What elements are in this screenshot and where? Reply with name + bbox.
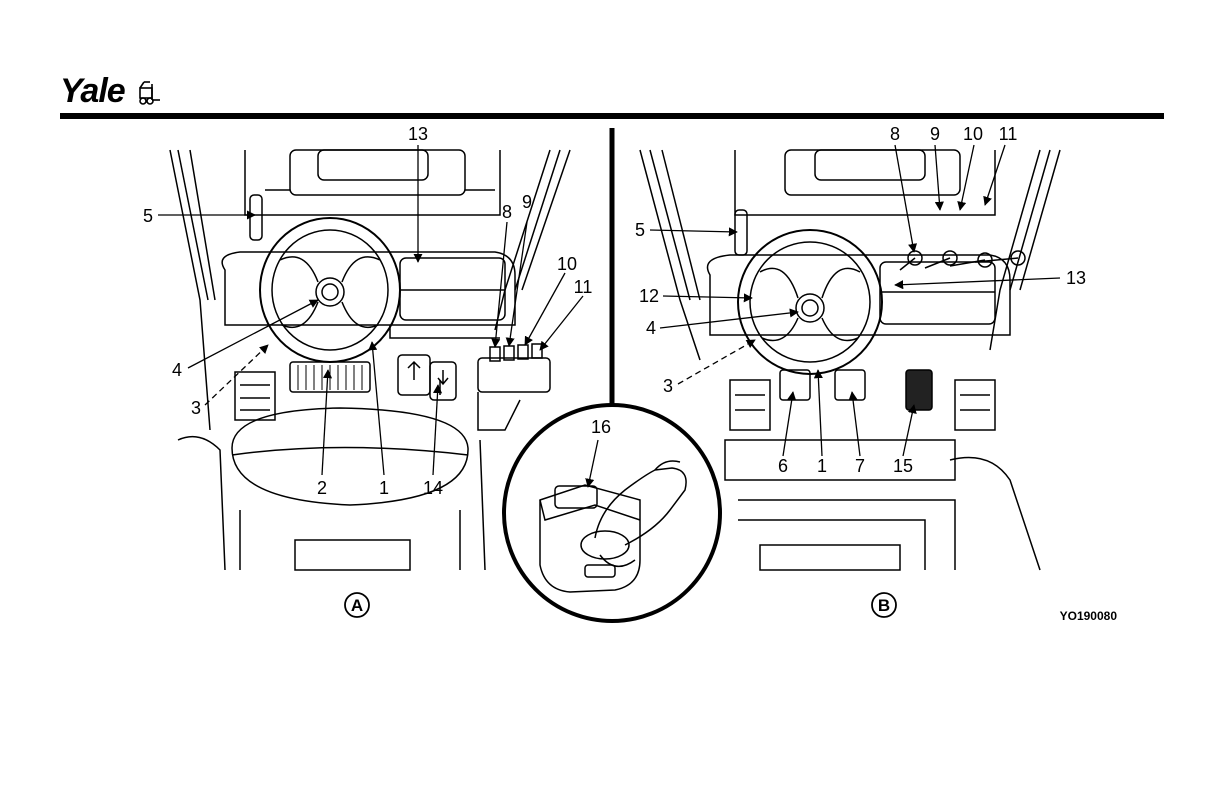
callout-b-3: 3 <box>663 376 673 396</box>
callout-a-3: 3 <box>191 398 201 418</box>
callout-b-1: 1 <box>817 456 827 476</box>
callout-b-7: 7 <box>855 456 865 476</box>
callout-b-6: 6 <box>778 456 788 476</box>
callout-a-8: 8 <box>502 202 512 222</box>
callout-b-5: 5 <box>635 220 645 240</box>
panel-b-label: B <box>872 593 896 617</box>
callout-a-13: 13 <box>408 124 428 144</box>
figure-id: YO190080 <box>1060 609 1118 623</box>
callout-a-14: 14 <box>423 478 443 498</box>
callout-b-15: 15 <box>893 456 913 476</box>
callout-b-4: 4 <box>646 318 656 338</box>
joystick-inset <box>504 405 720 621</box>
callout-a-11: 11 <box>574 277 593 297</box>
callout-b-12: 12 <box>639 286 659 306</box>
callout-a-1: 1 <box>379 478 389 498</box>
callout-inset-16: 16 <box>591 417 611 437</box>
callout-a-10: 10 <box>557 254 577 274</box>
callout-b-13: 13 <box>1066 268 1086 288</box>
callout-b-8: 8 <box>890 124 900 144</box>
panel-b-letter: B <box>878 596 890 615</box>
callout-a-2: 2 <box>317 478 327 498</box>
callout-b-10: 10 <box>963 124 983 144</box>
callout-b-11: 11 <box>999 124 1018 144</box>
callout-a-9: 9 <box>522 192 532 212</box>
callout-a-4: 4 <box>172 360 182 380</box>
callout-a-5: 5 <box>143 206 153 226</box>
panel-a-letter: A <box>351 596 363 615</box>
panel-a-label: A <box>345 593 369 617</box>
callout-b-9: 9 <box>930 124 940 144</box>
